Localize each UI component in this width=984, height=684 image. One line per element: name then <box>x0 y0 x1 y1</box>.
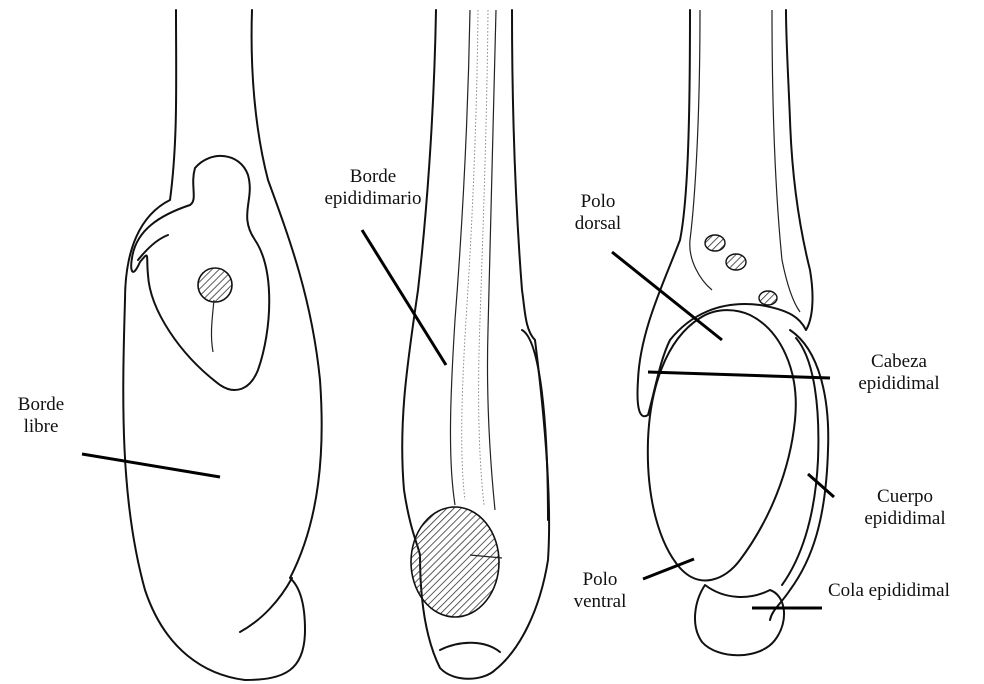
cabeza-epididimal-leader <box>648 372 830 378</box>
label-cola-epididimal: Cola epididimal <box>828 580 978 602</box>
borde-libre-leader <box>82 454 220 477</box>
borde-epididimario-leader <box>362 230 446 365</box>
label-borde-libre: Borde libre <box>8 394 74 438</box>
label-polo-ventral: Polo ventral <box>568 569 632 613</box>
polo-ventral-leader <box>643 559 694 579</box>
left-head-outline <box>131 156 269 390</box>
label-polo-dorsal: Polo dorsal <box>572 191 624 235</box>
middle-testis-view <box>362 10 549 679</box>
right-epididymis <box>770 330 828 620</box>
middle-vessel-section <box>411 507 499 617</box>
right-testis-view <box>612 10 834 655</box>
left-testis-view <box>82 10 322 680</box>
label-cuerpo-epididimal: Cuerpo epididimal <box>840 486 970 530</box>
polo-dorsal-leader <box>612 252 722 340</box>
cuerpo-epididimal-leader <box>808 474 834 497</box>
left-vessel-section <box>198 268 232 302</box>
right-testis-body <box>648 310 796 580</box>
label-cabeza-epididimal: Cabeza epididimal <box>834 351 964 395</box>
label-borde-epididimario: Borde epididimario <box>308 166 438 210</box>
